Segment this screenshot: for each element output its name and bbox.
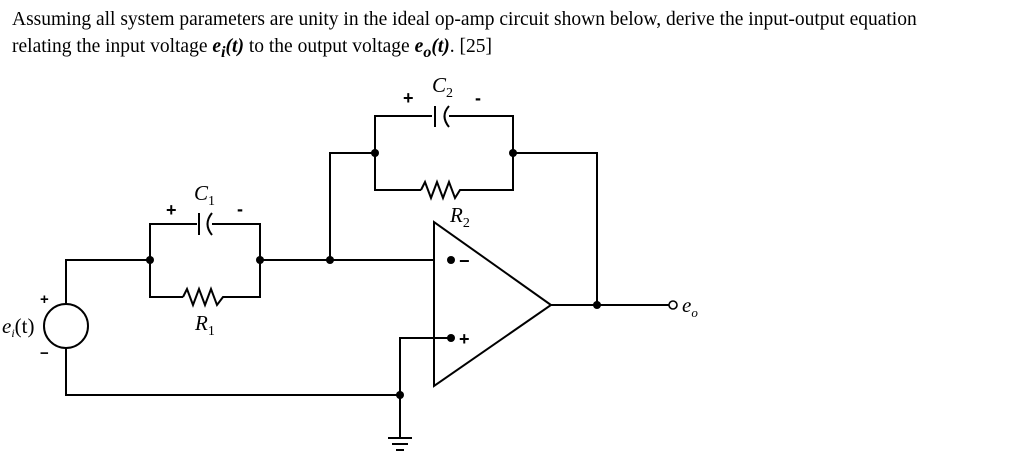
resistor-r1 [182,286,227,308]
junction-dot [447,256,455,264]
op-amp-noninverting-sign: + [459,329,470,349]
output-voltage-term: eo(t) [414,36,450,61]
source-plus-sign: + [40,291,49,308]
problem-marks: . [25] [449,36,492,57]
source-wiring [65,259,400,396]
c2-plus-sign: + [403,88,414,108]
problem-line-1: Assuming all system parameters are unity… [12,9,917,30]
c1-minus-sign: - [237,199,243,219]
problem-line-2-start: relating the input voltage [12,36,213,57]
c1-label: C1 [194,181,215,209]
ground-symbol [388,437,412,451]
junction-dot [146,256,154,264]
source-label: ei(t) [2,314,35,340]
problem-statement: Assuming all system parameters are unity… [12,6,1017,66]
op-amp-triangle [433,220,553,388]
c1-r1-network [149,223,434,298]
junction-dot [509,149,517,157]
r2-label: R2 [449,203,470,231]
junction-dot [256,256,264,264]
voltage-source [43,303,89,349]
c2-label: C2 [432,73,453,101]
input-voltage-term: ei(t) [212,36,244,61]
junction-dot [371,149,379,157]
noninverting-input-wire [399,337,451,438]
op-amp-inverting-sign: − [459,251,470,271]
output-terminal [668,300,678,310]
output-label: eo [682,293,698,320]
capacitor-c2 [434,105,450,128]
c2-minus-sign: - [475,88,481,108]
junction-dot [396,391,404,399]
junction-dot [326,256,334,264]
junction-dot [593,301,601,309]
problem-line-2-middle: to the output voltage [243,36,415,57]
resistor-r2 [420,179,464,201]
feedback-network [329,115,598,305]
source-minus-sign: − [40,345,49,362]
r1-label: R1 [194,311,215,339]
junction-dot [447,334,455,342]
c1-plus-sign: + [166,200,177,220]
capacitor-c1 [198,212,213,236]
